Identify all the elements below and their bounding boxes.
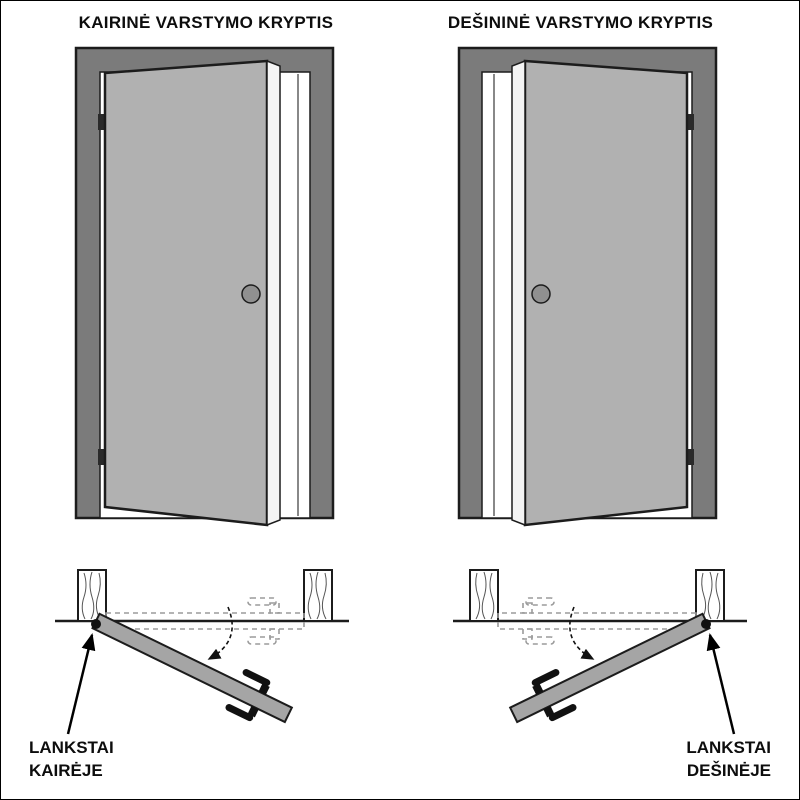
left-hinge-label-line1: LANKSTAI <box>29 738 114 757</box>
left-hinge-label-line2: KAIRĖJE <box>29 761 103 780</box>
right-hinge-label-line2: DEŠINĖJE <box>686 761 771 780</box>
right-door-top-view <box>451 557 751 737</box>
left-door-front-view <box>74 46 335 527</box>
right-hinge-label-line1: LANKSTAI <box>686 738 771 757</box>
right-door-front-view <box>457 46 718 527</box>
left-panel-title: KAIRINĖ VARSTYMO KRYPTIS <box>78 13 334 32</box>
left-hinge-label: LANKSTAI KAIRĖJE <box>29 736 114 782</box>
right-hinge-label: LANKSTAI DEŠINĖJE <box>686 736 771 782</box>
right-panel-title: DEŠININĖ VARSTYMO KRYPTIS <box>447 13 714 32</box>
left-door-top-view <box>51 557 351 737</box>
